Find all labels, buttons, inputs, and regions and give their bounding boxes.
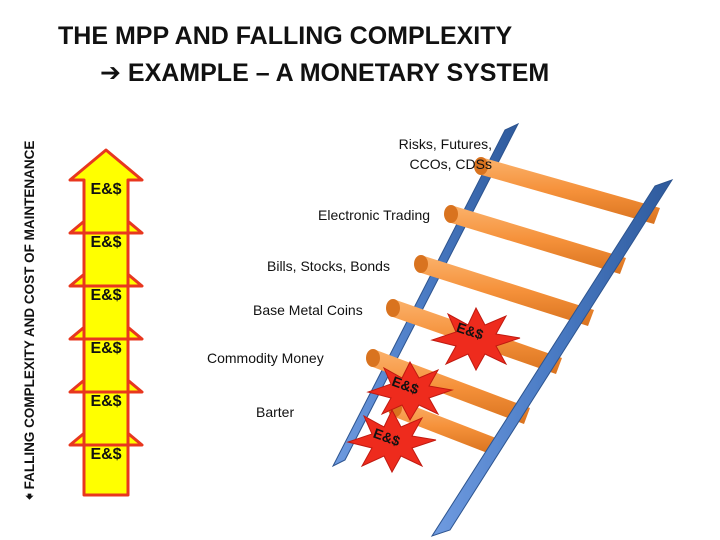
rung-label-5: Commodity Money	[207, 350, 324, 366]
burst-shape-3	[346, 408, 437, 474]
rung-label-1-text: Risks, Futures, CCOs, CDSs	[398, 136, 492, 172]
rung-cap-1	[474, 157, 488, 175]
arrow-label-3: E&$	[90, 287, 121, 304]
rung-cap-3	[414, 255, 428, 273]
rung-label-3-text: Bills, Stocks, Bonds	[267, 258, 390, 274]
ladder-right-rail	[430, 179, 674, 537]
arrow-label-1: E&$	[90, 181, 121, 198]
rung-label-2: Electronic Trading	[318, 207, 430, 223]
up-arrow-1	[68, 148, 144, 235]
burst-shape-1	[430, 306, 521, 372]
burst-shape-2	[366, 360, 454, 422]
arrow-label-5: E&$	[90, 393, 121, 410]
rung-label-4-text: Base Metal Coins	[253, 302, 363, 318]
ladder	[331, 122, 674, 537]
arrow-label-6: E&$	[90, 446, 121, 463]
arrow-label-2: E&$	[90, 234, 121, 251]
burst-2: E&$	[366, 360, 454, 422]
ladder-rung-1	[478, 158, 660, 224]
rung-label-1: Risks, Futures, CCOs, CDSs	[399, 134, 492, 174]
title-text-2: EXAMPLE – A MONETARY SYSTEM	[127, 59, 550, 87]
ladder-rung-2	[448, 206, 626, 274]
rung-label-6: Barter	[256, 404, 294, 420]
rung-label-2-text: Electronic Trading	[318, 207, 431, 223]
rung-cap-5	[366, 349, 380, 367]
ladder-rung-3	[418, 256, 594, 326]
rung-label-5-text: Commodity Money	[207, 350, 324, 366]
rung-cap-4	[386, 299, 400, 317]
rung-cap-2	[444, 205, 458, 223]
ladder-left-rail	[331, 122, 520, 468]
burst-1: E&$	[430, 306, 521, 372]
ladder-rung-6	[392, 400, 496, 454]
right-arrow-icon: ➔	[100, 59, 121, 87]
title-line-1: THE MPP AND FALLING COMPLEXITY	[58, 22, 512, 51]
rung-label-6-text: Barter	[256, 404, 295, 420]
rung-label-3: Bills, Stocks, Bonds	[267, 258, 390, 274]
title-line-2: ➔ EXAMPLE – A MONETARY SYSTEM	[100, 58, 549, 88]
rung-label-4: Base Metal Coins	[253, 302, 363, 318]
arrow-label-4: E&$	[90, 340, 121, 357]
arrow-stack: E&$ E&$ E&$ E&$ E&$ E&$	[68, 148, 144, 497]
title-text-1: THE MPP AND FALLING COMPLEXITY	[58, 22, 513, 50]
burst-3: E&$	[346, 408, 437, 474]
